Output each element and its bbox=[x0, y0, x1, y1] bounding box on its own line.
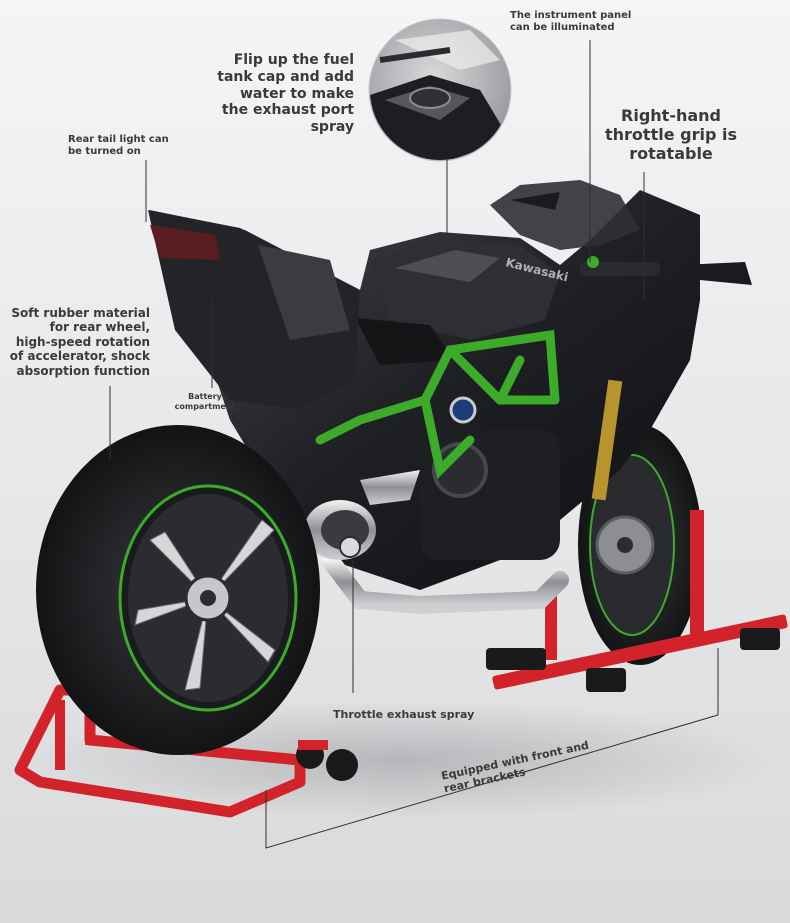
tail-light-annotation: Rear tail light can be turned on bbox=[68, 134, 208, 158]
battery-annotation: Battery compartment bbox=[168, 392, 242, 411]
rear-wheel-text: Soft rubber material for rear wheel, hig… bbox=[9, 306, 150, 378]
exhaust-annotation: Throttle exhaust spray bbox=[333, 708, 493, 721]
battery-text: Battery compartment bbox=[174, 392, 236, 411]
exhaust-pipe bbox=[304, 470, 569, 615]
instrument-panel-text: The instrument panel can be illuminated bbox=[510, 10, 632, 33]
fuel-tank-text: Flip up the fuel tank cap and add water … bbox=[217, 52, 354, 136]
fuel-tank-annotation: Flip up the fuel tank cap and add water … bbox=[200, 52, 354, 136]
throttle-grip-annotation: Right-hand throttle grip is rotatable bbox=[596, 106, 746, 164]
instrument-panel-annotation: The instrument panel can be illuminated bbox=[510, 10, 650, 34]
front-wheel bbox=[578, 425, 702, 665]
rear-wheel bbox=[36, 425, 320, 755]
fuel-tank-inset bbox=[368, 18, 512, 162]
rear-wheel-annotation: Soft rubber material for rear wheel, hig… bbox=[4, 306, 150, 378]
tail-light-text: Rear tail light can be turned on bbox=[68, 134, 169, 157]
throttle-grip-text: Right-hand throttle grip is rotatable bbox=[605, 106, 737, 164]
front-stand bbox=[486, 510, 788, 692]
callout-lines bbox=[109, 40, 719, 849]
exhaust-text: Throttle exhaust spray bbox=[333, 708, 475, 721]
